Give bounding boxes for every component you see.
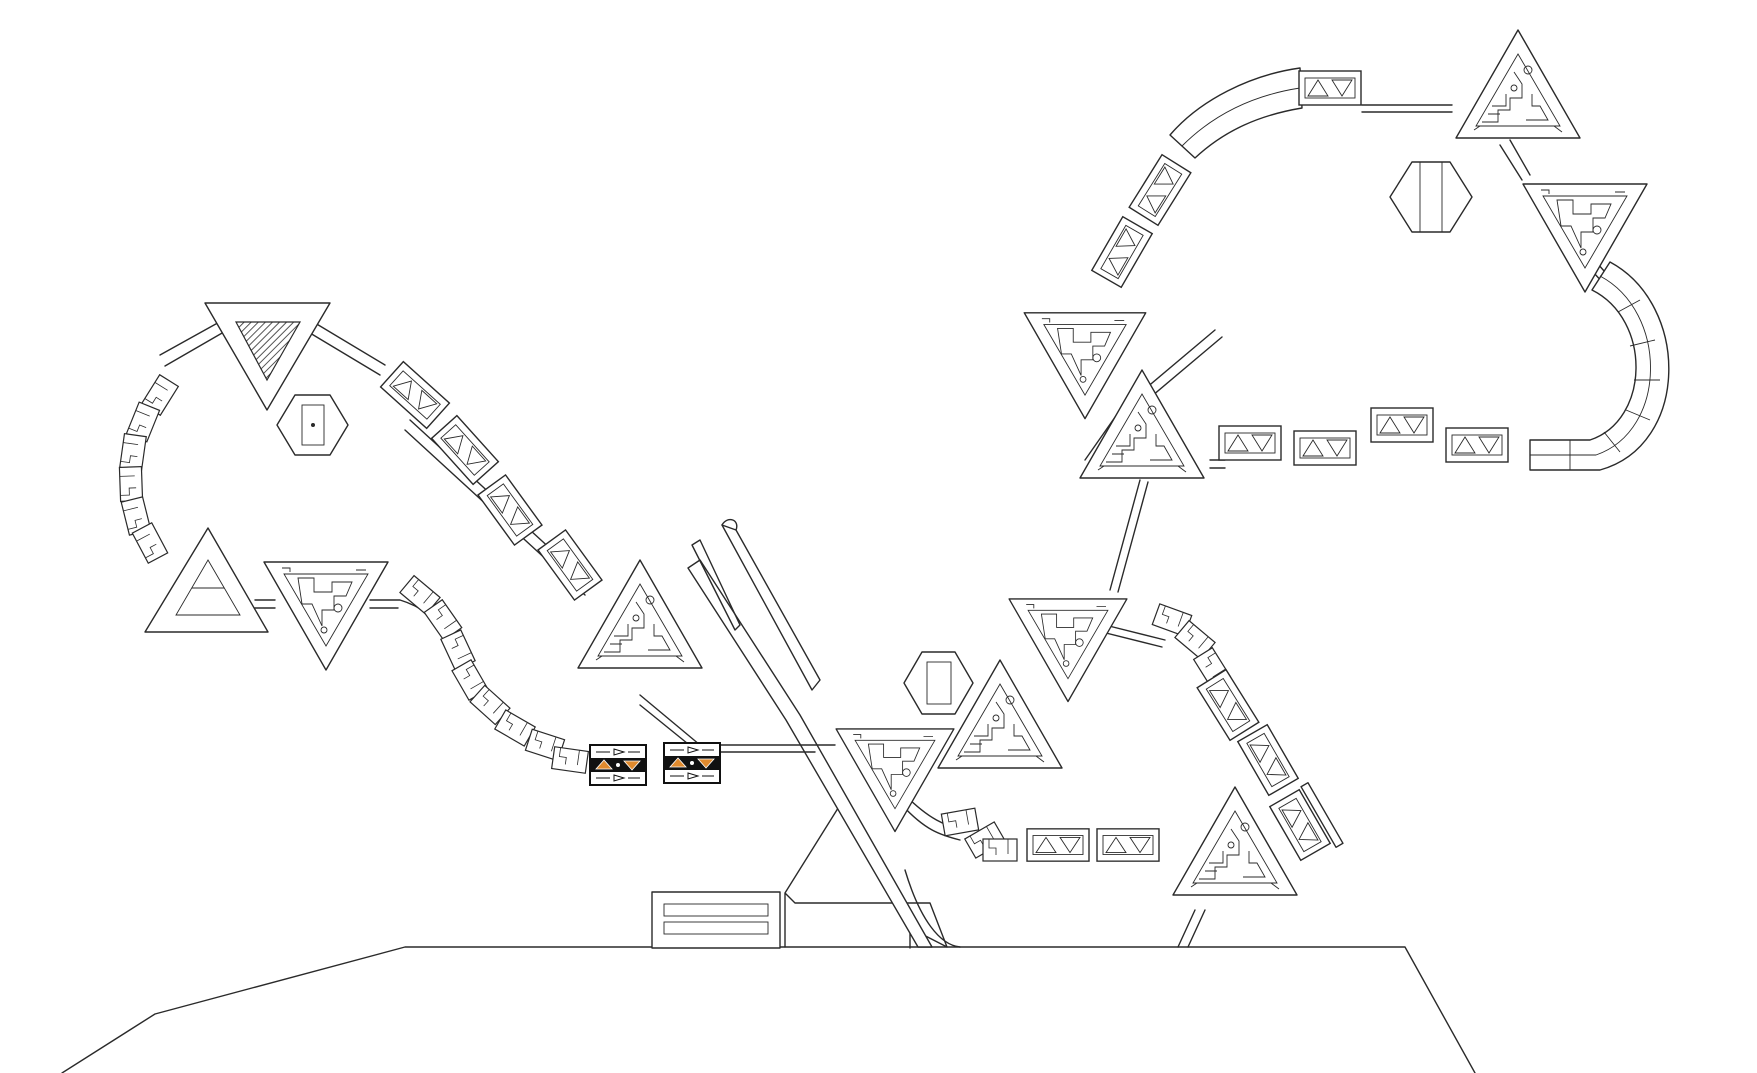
module-row-right-diagonal: [1196, 669, 1344, 862]
curved-path-left: [118, 374, 179, 564]
curved-path-top: [1169, 67, 1303, 159]
module-row-bottom: [1026, 828, 1160, 862]
module-row-upper-left: [379, 360, 603, 601]
causeway-rail-2: [691, 539, 741, 631]
causeway-cap: [721, 518, 738, 531]
entrance-building: [651, 891, 781, 949]
pod-triangle-hatched: [204, 302, 331, 411]
hex-pavilion-left: [276, 394, 349, 456]
ground-outline: [61, 946, 1476, 1073]
transit-unit-right: [662, 741, 722, 785]
pod-triangle-simple: [144, 527, 269, 633]
curved-path-right: [1529, 261, 1670, 471]
transit-unit-left: [588, 743, 648, 787]
pod-triangle-top: [1455, 29, 1581, 139]
pod-triangle-left-inverted: [263, 561, 389, 671]
module-row-middle-right: [1218, 407, 1509, 466]
pod-triangle-center-upper: [1008, 598, 1128, 703]
curved-path-middle: [399, 575, 589, 774]
causeway-rail: [721, 524, 821, 691]
hex-pavilion-center: [903, 651, 974, 715]
entrance-ramp: [784, 804, 948, 949]
ramp-curve: [904, 869, 961, 948]
walkways: [159, 104, 1613, 948]
hex-pavilion-top: [1389, 161, 1473, 233]
